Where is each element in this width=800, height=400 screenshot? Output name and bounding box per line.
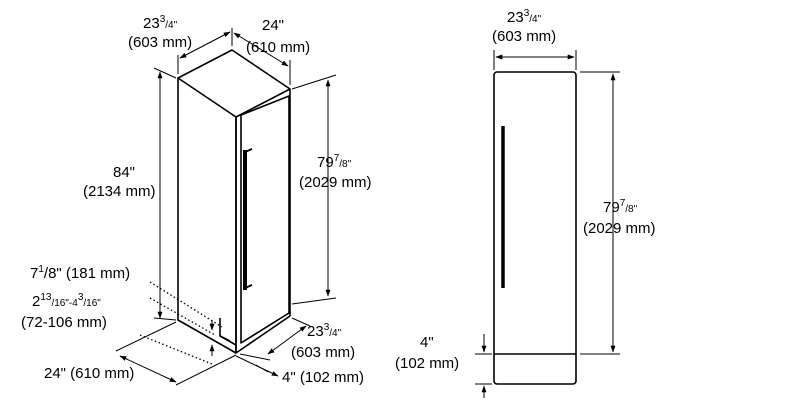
front-height-label: 797/8" [603,198,638,216]
dotted-leaders [139,281,223,365]
base-depth-label: 233/4" [307,322,342,340]
top-depth-label: 233/4" [143,14,178,32]
front-dimension-lines [475,50,620,398]
toe-kick-range-mm: (72-106 mm) [21,314,107,331]
toe-kick-range-label: 213/16"-43/16" [32,292,101,310]
iso-dimension-lines [115,28,337,386]
front-kick-mm: (102 mm) [395,355,459,372]
toe-kick-height-label: 71/8" (181 mm) [30,264,130,282]
top-width-label: 24" [262,17,284,34]
base-width-label: 24" (610 mm) [44,365,134,382]
front-height-mm: (2029 mm) [583,220,656,237]
front-kick-label: 4" [420,334,434,351]
top-width-mm: (610 mm) [246,39,310,56]
front-view-cabinet [493,71,577,385]
front-width-mm: (603 mm) [492,28,556,45]
base-recess-label: 4" (102 mm) [282,369,364,386]
isometric-cabinet [177,49,291,354]
top-depth-mm: (603 mm) [128,34,192,51]
overall-height-label: 84" [113,164,135,181]
overall-height-mm: (2134 mm) [83,183,156,200]
door-height-mm: (2029 mm) [299,174,372,191]
base-depth-mm: (603 mm) [291,344,355,361]
front-width-label: 233/4" [507,8,542,26]
door-height-label: 797/8" [317,153,352,171]
